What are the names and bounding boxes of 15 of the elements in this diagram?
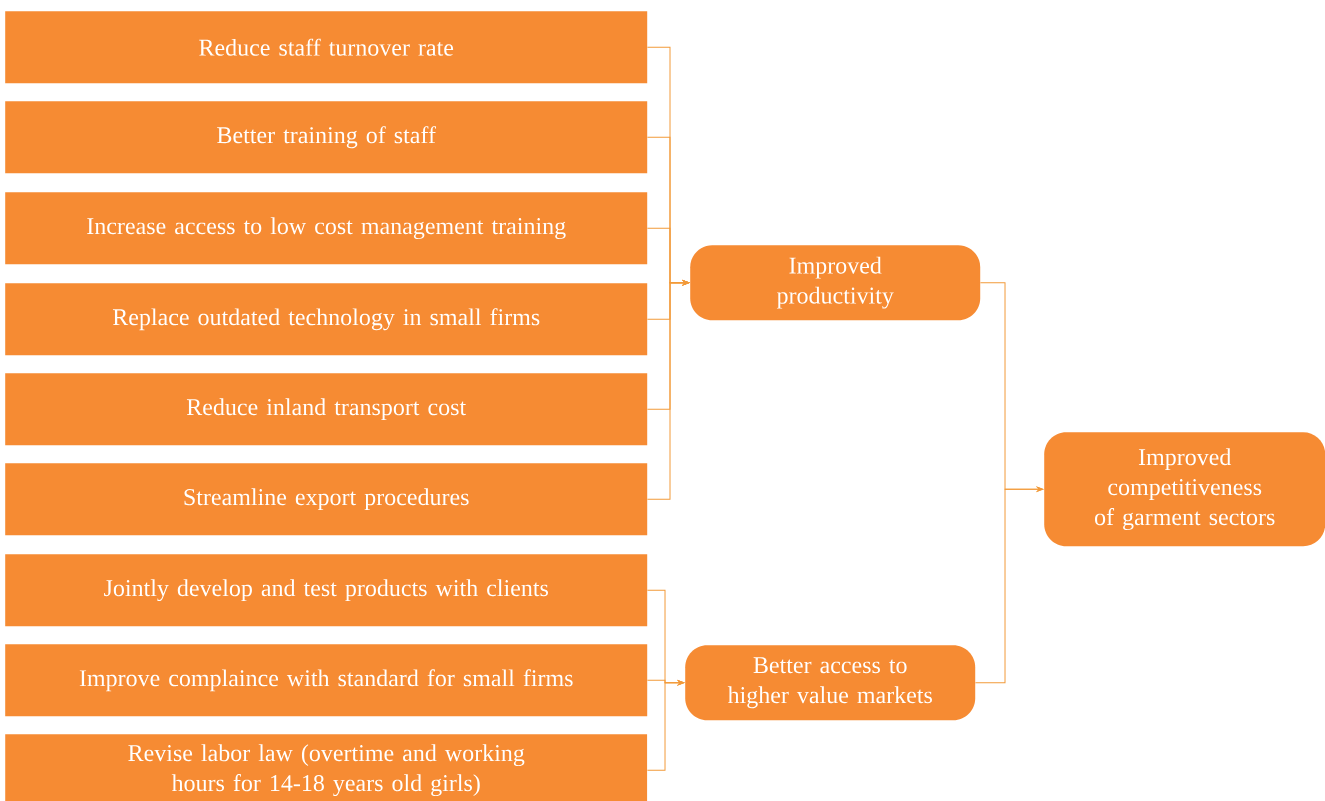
action-box: Reduce staff turnover rate (5, 11, 648, 84)
arrow (974, 486, 1044, 684)
outcome-box: Better access to higher value markets (685, 645, 976, 721)
outcome-box: Improved competitiveness of garment sectors (1044, 432, 1325, 547)
action-box: Replace outdated technology in small firms (5, 283, 648, 356)
arrow (646, 680, 685, 771)
arrow (646, 280, 690, 500)
action-box: Improve complaince with standard for small firms (5, 644, 648, 717)
action-box: Better training of staff (5, 101, 648, 174)
action-box: Increase access to low cost management training (5, 192, 648, 265)
action-box: Streamline export procedures (5, 463, 648, 536)
action-box: Reduce inland transport cost (5, 373, 648, 446)
outcome-box: Improved productivity (690, 245, 981, 321)
action-box: Revise labor law (overtime and working hours for 14-18 years old girls) (5, 734, 648, 801)
action-box: Jointly develop and test products with clients (5, 554, 648, 627)
